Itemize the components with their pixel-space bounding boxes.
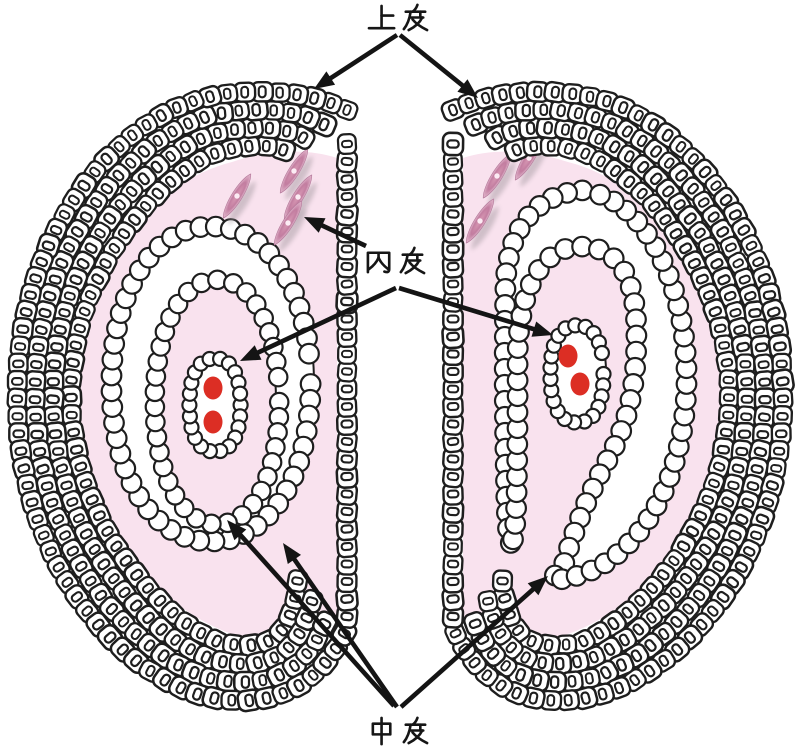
mesothelial-cell	[232, 385, 249, 402]
red-blood-cell	[558, 344, 578, 368]
epithelial-cell	[771, 404, 794, 428]
kanji-ue	[367, 4, 396, 30]
blood-vessels	[181, 317, 612, 460]
arrow-endothelium-right-vessel	[398, 285, 553, 337]
mesothelium-linings	[100, 179, 698, 591]
epithelial-cell	[335, 499, 359, 524]
epithelial-cell	[441, 131, 465, 157]
epithelial-cell	[477, 590, 499, 613]
label-endothelium: 内皮	[363, 245, 429, 276]
epithelial-cell	[442, 272, 464, 296]
kanji-epithelium-icon	[367, 3, 429, 32]
mesenchymal-spindle-cell	[465, 198, 495, 244]
epithelial-cell	[335, 254, 359, 279]
leader-arrows	[227, 33, 553, 709]
epithelial-cell	[463, 610, 488, 637]
epithelial-cell	[336, 569, 358, 594]
spindle-cell-shadow	[471, 205, 499, 251]
epithelial-cell	[570, 628, 596, 654]
mesothelial-cell	[298, 342, 320, 365]
epithelial-cell	[286, 569, 309, 593]
epithelial-cell	[336, 132, 358, 156]
label-epithelium: 上皮	[366, 2, 432, 33]
arrow-epithelium-left	[314, 33, 399, 89]
epithelial-cell	[441, 464, 465, 489]
epithelial-cell	[61, 404, 82, 427]
epithelial-cell	[305, 627, 329, 652]
arrow-epithelium-right	[398, 33, 478, 98]
epithelial-cell	[336, 552, 358, 576]
mesenchymal-spindle-cell	[283, 174, 313, 220]
epithelial-cell	[442, 552, 464, 576]
kanji-kawa	[402, 3, 429, 32]
kanji-naka	[371, 716, 392, 746]
epithelial-cell	[335, 201, 359, 227]
spindle-cells	[222, 135, 548, 253]
epithelial-cell	[718, 369, 739, 391]
spindle-cell-shadow	[488, 160, 516, 206]
epithelial-cell	[336, 534, 358, 559]
label-endothelium-text: 内皮	[363, 243, 429, 274]
label-mesothelium: 中皮	[366, 715, 432, 746]
red-blood-cell	[203, 376, 223, 400]
epithelial-cell	[561, 82, 585, 105]
epithelial-cell	[491, 569, 514, 593]
kanji-uchi	[366, 251, 391, 274]
mesothelial-cell	[589, 183, 611, 206]
epithelial-cell	[770, 422, 792, 446]
label-mesothelium-text: 中皮	[366, 713, 432, 744]
arrow-endothelium-spindles	[304, 217, 367, 249]
red-blood-cell	[570, 372, 590, 396]
epithelial-cell	[336, 377, 358, 401]
right-surface-epithelium	[440, 80, 795, 712]
red-blood-cell	[203, 410, 223, 434]
mesothelial-cell	[267, 366, 289, 388]
arrow-mesothelium-left-wall	[283, 543, 399, 709]
spindle-cell-shadow	[285, 155, 313, 201]
spindle-cell-shadow	[228, 180, 256, 226]
arrow-endothelium-left-vessel	[240, 285, 397, 361]
mesenchymal-spindle-cell	[273, 200, 303, 246]
epithelial-cell	[442, 394, 464, 419]
epithelial-cell	[556, 689, 581, 712]
kanji-naka-icon	[371, 716, 429, 746]
epithelial-cell	[336, 395, 358, 418]
kanji-kawa	[402, 716, 429, 745]
arrow-mesothelium-right-mesentery	[399, 576, 548, 709]
mesothelial-cell	[593, 344, 611, 362]
epithelial-cell	[442, 482, 464, 506]
epithelial-cell	[138, 659, 163, 683]
kanji-endothelium-icon	[366, 246, 426, 275]
mesenchymal-spindle-cell	[222, 173, 252, 219]
kanji-kawa	[399, 246, 426, 275]
left-surface-epithelium	[6, 80, 359, 713]
spindle-cell-shadow	[279, 207, 307, 253]
epithelial-cell	[335, 464, 359, 489]
epithelial-cell	[336, 429, 358, 454]
epithelial-cell	[335, 586, 359, 612]
epithelial-cell	[442, 377, 464, 401]
label-epithelium-text: 上皮	[366, 0, 432, 31]
arrow-mesothelium-left-organ	[227, 520, 396, 708]
